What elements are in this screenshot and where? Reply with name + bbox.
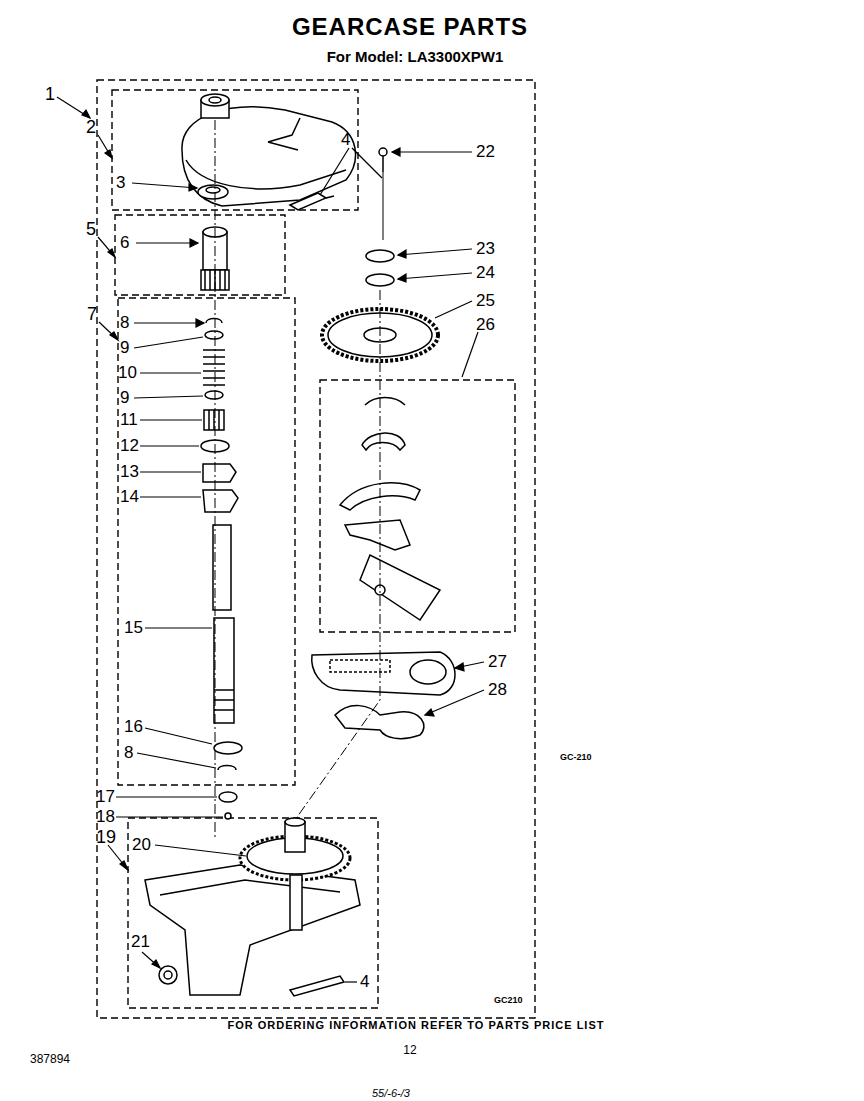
callout-number: 12 xyxy=(120,437,139,454)
callout-number: 10 xyxy=(118,364,137,381)
model-subtitle: For Model: LA3300XPW1 xyxy=(327,49,504,64)
callout-number: 1 xyxy=(45,85,55,103)
handwritten-note: 55/-6-/3 xyxy=(372,1088,410,1099)
page-number: 12 xyxy=(403,1044,416,1056)
callout-number: 11 xyxy=(120,411,138,428)
callout-number: 8 xyxy=(120,314,129,331)
callout-number: 25 xyxy=(476,292,495,309)
callout-number: 18 xyxy=(96,808,115,825)
callout-number: 28 xyxy=(488,681,507,698)
callout-number: 4 xyxy=(341,131,350,148)
callout-number: 21 xyxy=(131,933,150,950)
callout-number: 4 xyxy=(360,973,369,990)
callout-number: 16 xyxy=(124,718,143,735)
drawing-code: GC-210 xyxy=(560,753,592,762)
callout-number: 6 xyxy=(120,234,129,251)
drawing-code: GC210 xyxy=(494,996,523,1005)
callout-number: 9 xyxy=(120,339,129,356)
callout-number: 15 xyxy=(124,619,143,636)
callout-number: 26 xyxy=(476,316,495,333)
callout-number: 17 xyxy=(96,788,115,805)
callout-number: 22 xyxy=(476,143,495,160)
callout-number: 13 xyxy=(120,463,139,480)
callout-number: 24 xyxy=(476,264,495,281)
callout-number: 2 xyxy=(86,118,96,136)
callout-number: 14 xyxy=(120,488,139,505)
callout-number: 20 xyxy=(132,836,151,853)
callout-number: 5 xyxy=(86,220,96,238)
footer-note: FOR ORDERING INFORMATION REFER TO PARTS … xyxy=(228,1020,605,1031)
callout-number: 7 xyxy=(87,305,97,323)
document-number: 387894 xyxy=(30,1053,70,1065)
page-title: GEARCASE PARTS xyxy=(292,15,528,39)
callout-number: 23 xyxy=(476,240,495,257)
callout-number: 3 xyxy=(116,174,125,191)
callout-number: 9 xyxy=(120,389,129,406)
callout-number: 8 xyxy=(124,744,133,761)
callout-number: 27 xyxy=(488,653,507,670)
callout-number: 19 xyxy=(96,828,116,846)
